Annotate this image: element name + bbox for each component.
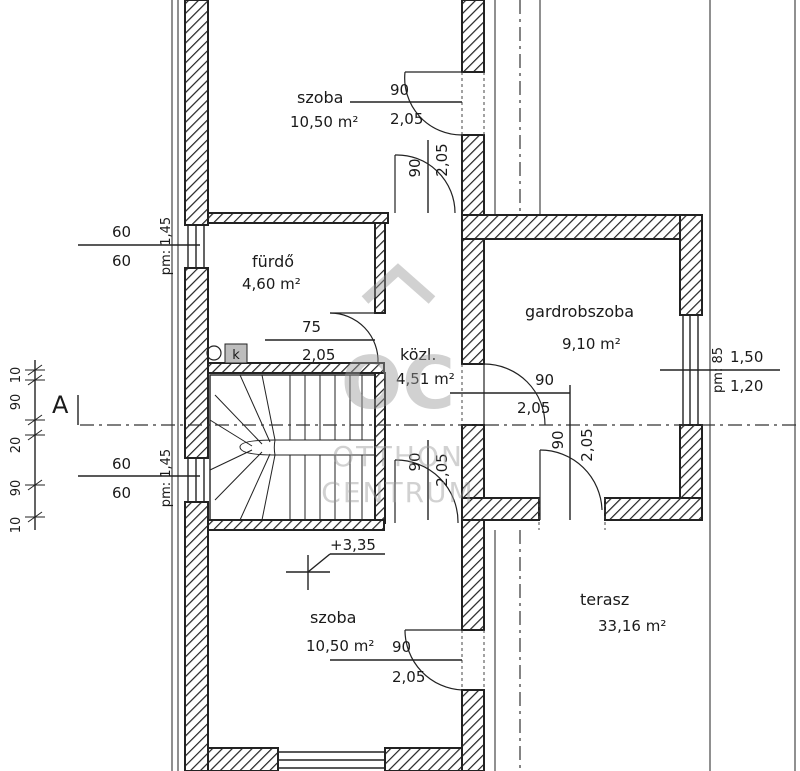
bath-door-height: 2,05 [302, 346, 335, 364]
wardrobe-window-width: 1,50 [730, 348, 763, 366]
watermark-line2: CENTRUM [321, 476, 474, 509]
staircase [209, 374, 376, 521]
bath-window-height: 60 [112, 252, 131, 270]
opening-labels: 90 2,05 90 2,05 60 60 pm: 1,45 75 2,05 9… [78, 81, 780, 686]
level-mark: +3,35 [286, 536, 385, 590]
stair-window-sill: pm: 1,45 [159, 449, 174, 507]
room-name-bottom: szoba [310, 608, 356, 627]
top-hall-door-width: 90 [406, 158, 424, 177]
terrace-door-width: 90 [549, 430, 567, 449]
section-axis: A [52, 391, 800, 426]
wardrobe-door-width: 90 [535, 371, 554, 389]
left-dim-2: 90 [9, 394, 24, 411]
stair-treads [209, 374, 363, 521]
room-name-bathroom: fürdő [252, 252, 294, 271]
room-labels: szoba 10,50 m² fürdő 4,60 m² közl. 4,51 … [242, 88, 666, 655]
door-top-hall [394, 154, 456, 214]
wardrobe-window-sill: pm: 85 [711, 347, 726, 393]
bottom-hall-door-width: 90 [406, 452, 424, 471]
bottom-door-width: 90 [392, 638, 411, 656]
stair-window-width: 60 [112, 455, 131, 473]
left-dim-1: 10 [9, 367, 24, 384]
bottom-hall-door-height: 2,05 [433, 453, 451, 486]
top-hall-door-height: 2,05 [433, 143, 451, 176]
boiler-fixture: k [206, 343, 248, 364]
room-name-wardrobe: gardrobszoba [525, 302, 634, 321]
room-area-hall: 4,51 m² [396, 370, 455, 388]
outline-lines [171, 0, 796, 771]
stair-window-height: 60 [112, 484, 131, 502]
room-area-top: 10,50 m² [290, 113, 358, 131]
terrace-door-height: 2,05 [578, 428, 596, 461]
left-dim-3: 20 [9, 437, 24, 454]
door-wardrobe [461, 363, 546, 426]
left-dimension-chain: 10 90 20 90 10 [9, 360, 45, 533]
door-top-room [404, 71, 485, 136]
wardrobe-door-height: 2,05 [517, 399, 550, 417]
top-door-width: 90 [390, 81, 409, 99]
bottom-window [278, 751, 385, 769]
room-area-bathroom: 4,60 m² [242, 275, 301, 293]
room-name-terrace: terasz [580, 590, 629, 609]
fixture-label: k [232, 348, 240, 363]
room-area-wardrobe: 9,10 m² [562, 335, 621, 353]
left-dim-4: 90 [9, 480, 24, 497]
level-mark-text: +3,35 [330, 536, 376, 554]
wardrobe-window-height: 1,20 [730, 377, 763, 395]
left-dim-5: 10 [9, 517, 24, 534]
watermark-line1: OTTHON [332, 440, 464, 473]
door-terrace [538, 449, 606, 530]
door-bathroom [329, 312, 379, 364]
room-name-hall: közl. [400, 345, 436, 364]
bottom-door-height: 2,05 [392, 668, 425, 686]
room-name-top: szoba [297, 88, 343, 107]
bathroom-window [187, 225, 205, 268]
doors [329, 71, 606, 691]
door-bottom-hall [394, 459, 459, 524]
bath-window-sill: pm: 1,45 [159, 217, 174, 275]
room-area-bottom: 10,50 m² [306, 637, 374, 655]
watermark: OC OTTHON CENTRUM [321, 263, 474, 509]
watermark-logo: OC [341, 341, 455, 425]
section-mark: A [52, 391, 69, 419]
room-area-terrace: 33,16 m² [598, 617, 666, 635]
stair-window [187, 458, 205, 502]
bath-door-width: 75 [302, 318, 321, 336]
bath-window-width: 60 [112, 223, 131, 241]
top-door-height: 2,05 [390, 110, 423, 128]
